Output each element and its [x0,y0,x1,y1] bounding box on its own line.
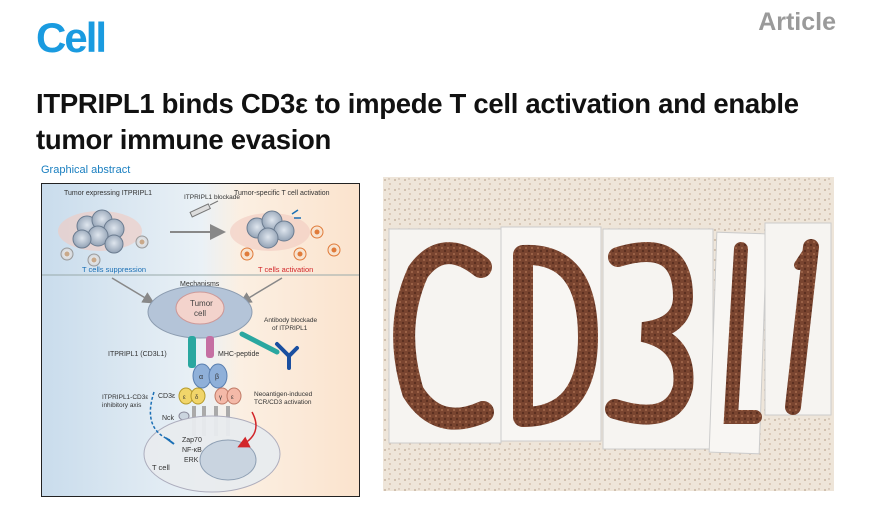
letter-card-d [500,226,602,442]
t-cells-left [60,235,149,267]
chain-epsilon-2: ε [231,395,234,401]
label-nck: Nck [162,415,175,422]
letter-card-1 [764,222,832,416]
label-tumor-expressing: Tumor expressing ITPRIPL1 [64,190,152,197]
label-zap70: Zap70 [182,437,202,444]
label-antibody-blockade-2: of ITPRIPL1 [272,325,308,332]
label-neoantigen-2: TCR/CD3 activation [254,399,312,406]
label-erk: ERK [184,457,199,464]
label-antibody-blockade: Antibody blockade [264,317,318,324]
label-mhc-peptide: MHC-peptide [218,351,259,358]
label-nfkb: NF-κB [182,447,202,454]
label-tumor-cell-2: cell [194,309,206,318]
journal-logo: Cell [36,14,107,61]
graphical-abstract-figure: Tumor expressing ITPRIPL1 ITPRIPL1 block… [41,183,360,497]
itpripl1-receptor [188,336,196,368]
syringe-icon [189,200,219,218]
tumor-cell [147,285,253,339]
label-t-activation: T cells activation [258,265,313,274]
chain-gamma: γ [219,395,222,401]
antibody-icon [275,342,299,370]
label-t-suppression: T cells suppression [82,265,146,274]
label-axis-1: ITPRIPL1-CD3ε [102,394,148,401]
label-mechanisms: Mechanisms [180,281,220,288]
chain-delta: δ [195,395,199,401]
tumor-cluster-left [58,209,142,254]
article-type-label: Article [758,8,836,36]
graphical-abstract-diagram: Tumor expressing ITPRIPL1 ITPRIPL1 block… [42,184,359,496]
stained-letters-photo [383,177,834,491]
chain-alpha: α [199,374,203,381]
mhc-molecule [206,336,214,358]
graphical-abstract-label: Graphical abstract [41,164,131,176]
paper-title: ITPRIPL1 binds CD3ε to impede T cell act… [36,88,799,155]
chain-epsilon-1: ε [183,395,186,401]
chain-beta: β [215,374,219,381]
label-itpripl1-cd3l1: ITPRIPL1 (CD3L1) [108,351,167,358]
t-cell-body [143,415,281,493]
label-neoantigen-1: Neoantigen-induced [254,391,313,398]
letter-card-3 [602,228,714,450]
label-axis-2: inhibitory axis [102,402,142,409]
ihc-stained-image [383,177,834,491]
label-blockade: ITPRIPL1 blockade [184,194,240,201]
letter-card-l [708,231,768,455]
label-t-cell: T cell [152,463,170,472]
t-cells-right [240,225,341,261]
label-tumor-cell-1: Tumor [190,299,213,308]
tumor-cluster-right [230,209,310,251]
label-cd3e: CD3ε [158,393,175,400]
letter-card-c [388,228,502,444]
label-specific-activation: Tumor-specific T cell activation [234,190,330,197]
